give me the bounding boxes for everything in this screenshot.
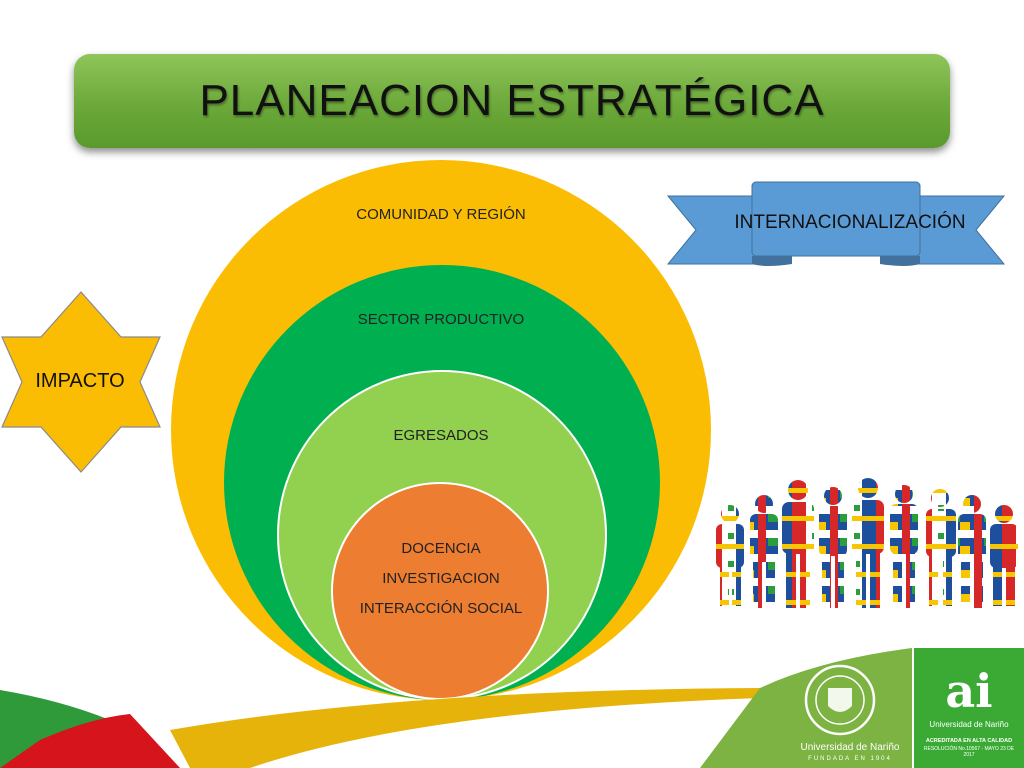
circle-core-functions: [331, 482, 549, 700]
ai-resolution: RESOLUCIÓN No.10567 - MAYO 23 DE 2017: [923, 746, 1015, 758]
ribbon-banner-shape: [666, 181, 1006, 266]
university-seal-logo: [804, 664, 876, 736]
label-interaccion-social: INTERACCIÓN SOCIAL: [359, 600, 523, 617]
label-investigacion: INVESTIGACION: [382, 570, 500, 587]
ai-logo-mark: ai: [945, 664, 993, 718]
label-core-functions: DOCENCIA INVESTIGACION INTERACCIÓN SOCIA…: [341, 538, 541, 628]
flag-people-illustration: [716, 478, 1018, 608]
internationalization-label: INTERNACIONALIZACIÓN: [734, 212, 966, 233]
slide-title: PLANEACION ESTRATÉGICA: [199, 76, 825, 125]
accreditation-logo: [914, 648, 1024, 768]
impact-label: IMPACTO: [35, 370, 125, 392]
university-name: Universidad de Nariño: [800, 742, 900, 753]
ai-university-name: Universidad de Nariño: [929, 720, 1009, 729]
label-sector-productivo: SECTOR PRODUCTIVO: [357, 311, 525, 328]
university-founded: FUNDADA EN 1904: [808, 756, 892, 762]
ai-accreditation: ACREDITADA EN ALTA CALIDAD: [925, 738, 1013, 744]
label-comunidad-region: COMUNIDAD Y REGIÓN: [356, 206, 526, 223]
label-docencia: DOCENCIA: [401, 540, 481, 557]
label-egresados: EGRESADOS: [393, 427, 489, 444]
title-banner: [74, 54, 950, 148]
impact-star-shape: [1, 291, 161, 473]
